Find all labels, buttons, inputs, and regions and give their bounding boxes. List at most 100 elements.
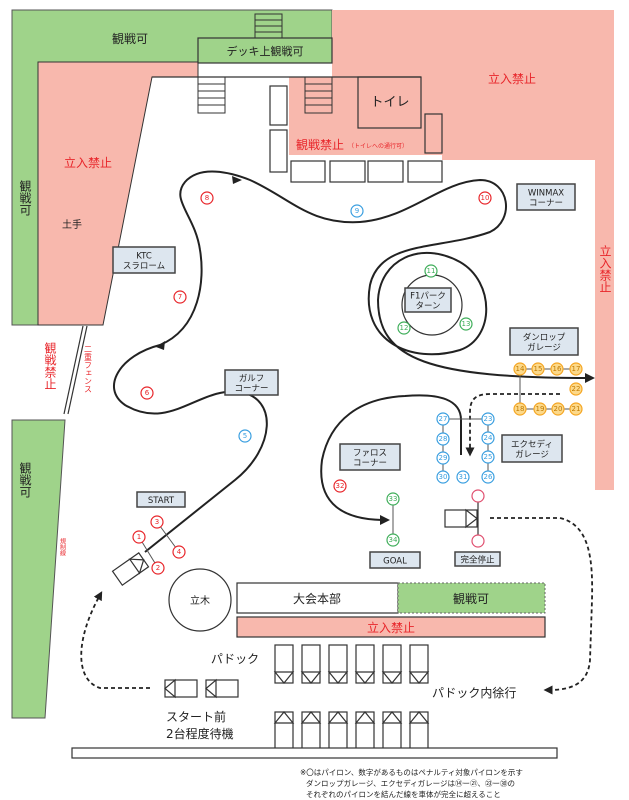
pylon-number: 29 xyxy=(439,454,448,462)
double-fence-label: 二重フェンス xyxy=(84,345,93,393)
pylon-number: 24 xyxy=(484,434,493,442)
corner-label-goal: GOAL xyxy=(369,551,421,569)
regulation-line-label: 規制線 xyxy=(59,537,66,556)
pylon-number: 20 xyxy=(554,405,563,413)
bottom-bar xyxy=(71,747,558,759)
pylon-27: 27 xyxy=(436,412,450,426)
pylon-22: 22 xyxy=(569,382,583,396)
start-car-box xyxy=(111,552,150,586)
corner-label-start: START xyxy=(136,491,186,508)
hq-box xyxy=(236,582,399,614)
pylon-number: 22 xyxy=(572,385,581,393)
paddock-slot xyxy=(273,644,295,684)
pylon-number: 33 xyxy=(389,495,398,503)
waiting-slot xyxy=(354,711,376,751)
top-spectate-label: 観戦可 xyxy=(112,32,148,46)
hq-no-entry-label: 立入禁止 xyxy=(367,620,415,635)
pylon-number: 9 xyxy=(355,207,359,215)
pylon-19: 19 xyxy=(533,402,547,416)
svg-text:完全停止: 完全停止 xyxy=(460,555,495,566)
tree xyxy=(168,568,232,632)
svg-text:ファロス: ファロス xyxy=(353,449,387,459)
pylon-26: 26 xyxy=(481,470,495,484)
paddock-label: パドック xyxy=(211,652,259,666)
pylon-number: 18 xyxy=(516,405,525,413)
paddock-slot xyxy=(354,644,376,684)
pylon-number: 19 xyxy=(536,405,545,413)
pylon-number: 2 xyxy=(156,564,160,572)
pylon-15: 15 xyxy=(531,362,545,376)
deck xyxy=(197,37,333,64)
pylon-number: 32 xyxy=(336,482,345,490)
svg-text:ガルフ: ガルフ xyxy=(239,373,265,384)
pylon-28: 28 xyxy=(436,432,450,446)
paddock-slot xyxy=(327,644,349,684)
pylon-number: 27 xyxy=(439,415,448,423)
pylon-number: 13 xyxy=(462,320,471,328)
pylon-number: 3 xyxy=(155,518,159,526)
arrow-path-garage xyxy=(465,393,560,457)
right-no-entry-label: 立入禁止 xyxy=(598,244,612,293)
waiting-slot xyxy=(381,711,403,751)
tree-label: 立木 xyxy=(190,594,210,607)
pylon-1: 1 xyxy=(132,530,146,544)
pylon-7: 7 xyxy=(173,290,187,304)
waiting-slot xyxy=(300,711,322,751)
svg-text:GOAL: GOAL xyxy=(383,557,407,567)
pylon-number: 10 xyxy=(481,194,490,202)
pylon-8: 8 xyxy=(200,191,214,205)
waiting-car xyxy=(164,678,198,699)
pylon-21: 21 xyxy=(569,402,583,416)
corner-label-exedy: エクセディガレージ xyxy=(501,434,563,463)
paddock-slow-label: パドック内徐行 xyxy=(432,685,516,700)
pylon-number: 15 xyxy=(534,365,543,373)
pylon-13: 13 xyxy=(459,317,473,331)
pylon-23: 23 xyxy=(481,412,495,426)
pylon-31: 31 xyxy=(456,470,470,484)
pylon-number: 25 xyxy=(484,453,493,461)
pylon-17: 17 xyxy=(569,362,583,376)
pylon-number: 11 xyxy=(427,267,436,275)
pylon-number: 7 xyxy=(178,293,182,301)
top-right-no-entry-label: 立入禁止 xyxy=(488,71,536,86)
pylon-number: 14 xyxy=(516,365,525,373)
footnote-3: それぞれのパイロンを結んだ線を車体が完全に超えること xyxy=(306,789,501,799)
pylon-number: 6 xyxy=(145,389,150,397)
pylon-2: 2 xyxy=(151,561,165,575)
pylon-number: 34 xyxy=(389,536,398,544)
pylon-14: 14 xyxy=(513,362,527,376)
pylon-30: 30 xyxy=(436,470,450,484)
course-path-main xyxy=(113,170,595,553)
pylon-32: 32 xyxy=(333,479,347,493)
svg-text:ガレージ: ガレージ xyxy=(515,449,549,460)
stairs xyxy=(197,13,333,114)
pylon-number: 30 xyxy=(439,473,448,481)
svg-text:コーナー: コーナー xyxy=(353,459,387,469)
waiting-slot xyxy=(408,711,430,751)
footnote-1: ※〇はパイロン、数字があるものはペナルティ対象パイロンを示す xyxy=(300,767,523,777)
svg-text:F1パーク: F1パーク xyxy=(410,292,446,302)
svg-text:WINMAX: WINMAX xyxy=(528,189,564,199)
corner-label-dunlop: ダンロップガレージ xyxy=(509,327,579,356)
pylon-4: 4 xyxy=(172,545,186,559)
waiting-label-1: スタート前 xyxy=(166,709,226,724)
waiting-label-2: 2台程度待機 xyxy=(166,726,234,741)
parking-boxes xyxy=(269,85,443,183)
pylon xyxy=(471,534,485,548)
pylon-3: 3 xyxy=(150,515,164,529)
course-path-second xyxy=(320,394,462,525)
pylon-33: 33 xyxy=(386,492,400,506)
svg-text:スラローム: スラローム xyxy=(123,262,165,272)
pylon xyxy=(471,489,485,503)
full-stop-box xyxy=(444,502,479,535)
svg-text:ダンロップ: ダンロップ xyxy=(523,332,566,343)
svg-text:エクセディ: エクセディ xyxy=(511,439,553,450)
toilet xyxy=(357,76,422,129)
pylon-12: 12 xyxy=(397,321,411,335)
pylon-10: 10 xyxy=(478,191,492,205)
arrow-path-to-start xyxy=(80,591,150,689)
